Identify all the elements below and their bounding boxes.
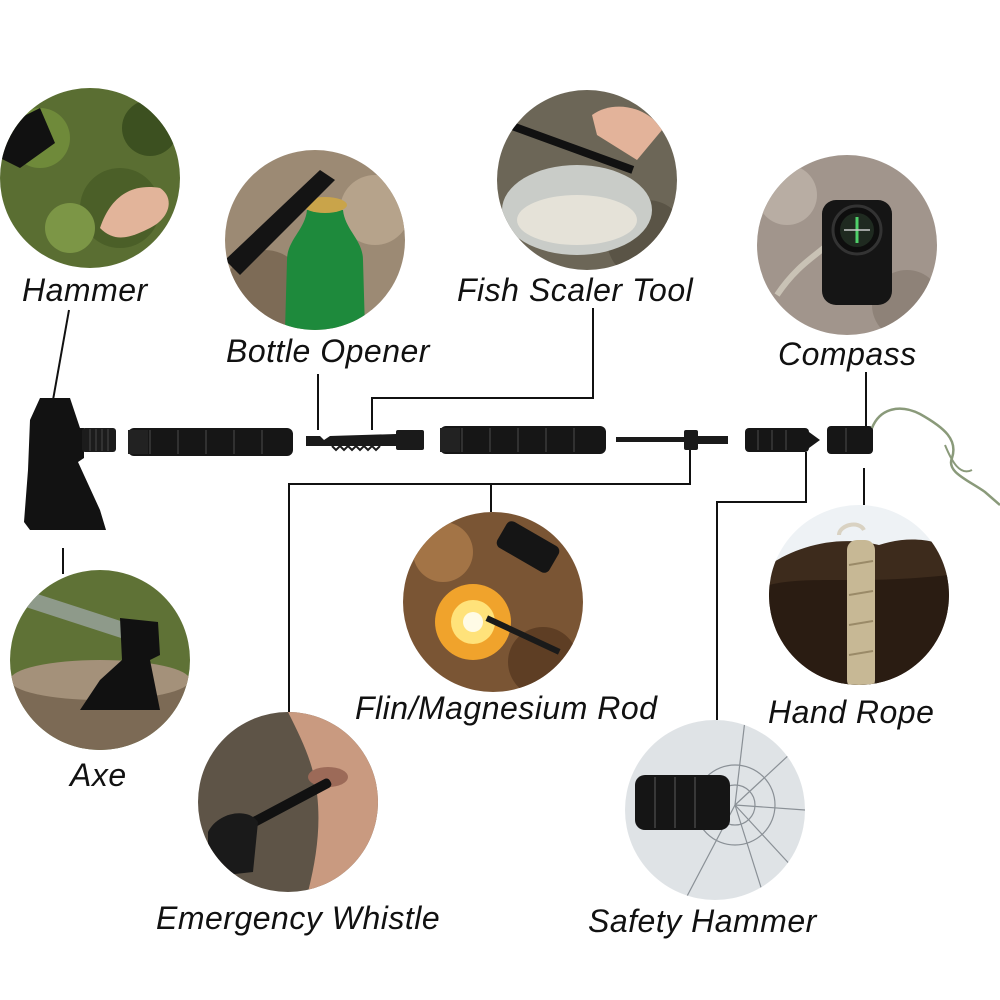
label-hand-rope: Hand Rope [768,694,935,730]
label-emergency-whistle: Emergency Whistle [156,900,441,936]
label-hammer: Hammer [22,272,148,308]
bottle-opener-piece [306,430,424,452]
flint-rod-piece [616,430,728,450]
axe-photo [10,570,190,750]
emergency-whistle-photo [198,712,378,892]
leader-lines [52,308,867,720]
label-flint-rod: Flin/Magnesium Rod [355,690,658,726]
safety-hammer-photo [625,720,805,900]
axe-head-icon [24,398,116,530]
label-safety-hammer: Safety Hammer [588,903,817,939]
leader-whistle [288,448,691,712]
bottle-opener-photo [225,150,405,330]
hammer-photo [0,88,180,268]
rope-icon [870,407,1000,506]
label-fish-scaler: Fish Scaler Tool [457,272,694,308]
handle-segment-1 [128,428,293,456]
compass-photo [757,155,937,335]
fish-scaler-photo [497,90,677,270]
leader-safety-hammer [716,452,807,720]
compass-cap-piece [827,426,873,454]
leader-fish-scaler [371,308,594,430]
label-axe: Axe [70,757,127,793]
flint-rod-photo [403,512,583,692]
label-compass: Compass [778,336,917,372]
hand-rope-photo [769,505,949,685]
safety-hammer-piece [745,428,820,452]
label-bottle-opener: Bottle Opener [226,333,430,369]
handle-segment-2 [440,426,606,454]
leader-hammer [52,309,70,401]
